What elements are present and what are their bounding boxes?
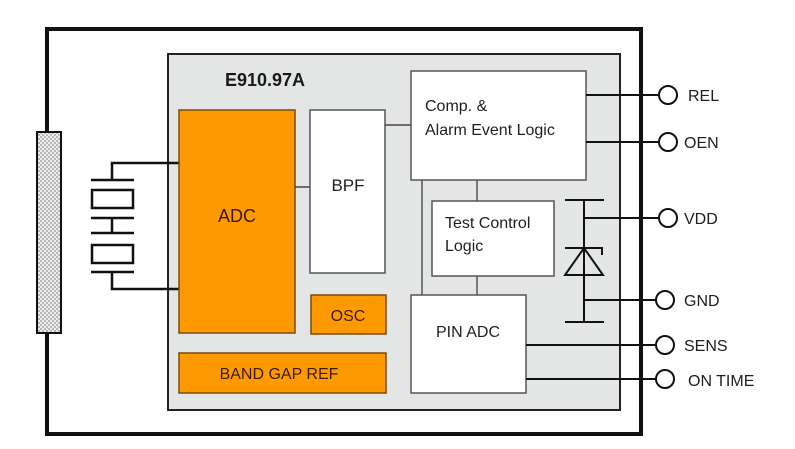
pyro-element-icon [90,161,179,291]
osc-label: OSC [331,308,366,325]
sensor-window [36,131,62,334]
pin-vdd-label: VDD [684,211,718,228]
pin-sens: SENS [655,335,728,355]
test-control-logic-block: Test Control Logic [431,200,555,277]
band-gap-ref-label: BAND GAP REF [220,366,339,383]
osc-block: OSC [310,294,387,335]
pin-wires [526,94,659,380]
pin-adc-label: PIN ADC [436,324,500,341]
chip-name: E910.97A [225,70,305,90]
band-gap-ref-block: BAND GAP REF [178,352,387,394]
zener-diode-icon [563,199,605,323]
package-frame [45,27,643,436]
pin-adc-block: PIN ADC [410,294,527,394]
pin-vdd: VDD [658,208,718,228]
pin-oen: OEN [658,132,719,152]
comp-alarm-logic-block: Comp. & Alarm Event Logic [410,70,587,181]
comp-label-line1: Comp. & [425,98,488,115]
pin-sens-label: SENS [684,338,728,355]
pin-on-time: ON TIME [655,369,754,390]
pin-oen-label: OEN [684,135,719,152]
pin-gnd: GND [655,290,720,310]
pin-gnd-label: GND [684,293,720,310]
pin-on-time-label: ON TIME [688,373,754,390]
bpf-block: BPF [309,109,386,274]
bpf-label: BPF [331,176,364,195]
pin-rel: REL [658,85,719,105]
test-control-label-line2: Logic [445,238,483,255]
pin-rel-label: REL [688,88,719,105]
adc-block: ADC [178,109,296,334]
internal-wires [421,180,478,295]
test-control-label-line1: Test Control [445,215,530,232]
comp-label-line2: Alarm Event Logic [425,122,555,139]
adc-label: ADC [218,206,256,226]
